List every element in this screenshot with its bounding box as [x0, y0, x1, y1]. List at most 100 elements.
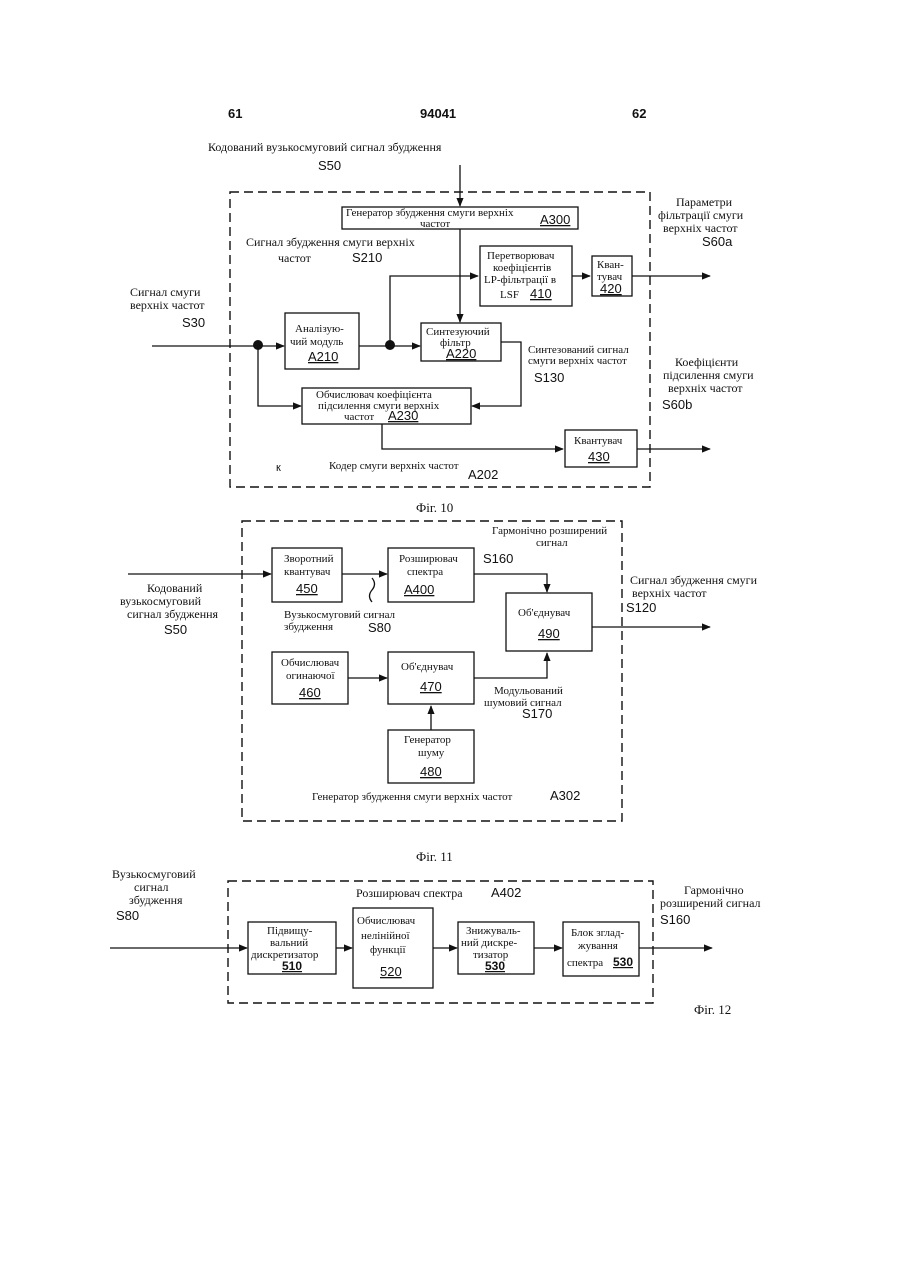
fig11-s160-id: S160: [483, 551, 513, 566]
page-number-right: 62: [632, 106, 646, 121]
fig10-420-id: 420: [600, 281, 622, 296]
fig11-460-l2: огинаючої: [286, 670, 335, 682]
fig11-caption: Фіг. 11: [416, 849, 453, 864]
fig10-arrow-a230-430: [382, 424, 563, 449]
fig10-input-top-id: S50: [318, 158, 341, 173]
fig12-530a-l1: Знижуваль-: [466, 925, 521, 937]
fig11-arrow-a400-490: [474, 574, 547, 592]
fig12-caption: Фіг. 12: [694, 1002, 731, 1017]
fig11-s80-l2: збудження: [284, 621, 333, 633]
fig11-arrow-470-490: [474, 653, 547, 678]
fig12-520-l3: функції: [370, 944, 407, 956]
fig11-480-l2: шуму: [418, 747, 445, 759]
fig11-block-470: [388, 652, 474, 704]
fig11-block-490: [506, 593, 592, 651]
fig12-530a-id: 530: [485, 959, 505, 973]
fig11-470-id: 470: [420, 679, 442, 694]
fig10-s210-label: Сигнал збудження смуги верхніх: [246, 235, 415, 249]
fig11-frame-label: Генератор збудження смуги верхніх частот: [312, 791, 513, 803]
fig11-input-l1: Кодований: [147, 581, 203, 595]
fig10-430-id: 430: [588, 449, 610, 464]
fig10-frame-label: Кодер смуги верхніх частот: [329, 460, 459, 472]
figure-10: Кодований вузькосмуговий сигнал збудженн…: [130, 140, 754, 515]
fig11-s80-tilde: [370, 578, 375, 602]
fig12-output-id: S160: [660, 912, 690, 927]
fig12-530b-id: 530: [613, 955, 633, 969]
fig11-a400-id: A400: [404, 582, 434, 597]
fig11-480-l1: Генератор: [404, 734, 451, 746]
fig10-410-l1: Перетворювач: [487, 250, 555, 262]
fig12-530a-l2: ний дискре-: [461, 937, 518, 949]
fig12-output-l2: розширений сигнал: [660, 896, 761, 910]
fig10-s210-label2: частот: [278, 251, 312, 265]
fig10-frame-mark: к: [276, 462, 281, 474]
fig11-450-id: 450: [296, 581, 318, 596]
fig10-a210-l2: чий модуль: [290, 336, 343, 348]
fig10-a230-l3: частот: [344, 411, 374, 423]
fig12-530b-l2: жування: [577, 940, 618, 952]
fig11-a400-l1: Розширювач: [399, 553, 458, 565]
fig10-a300-label2: частот: [420, 218, 450, 230]
page-number-left: 61: [228, 106, 242, 121]
fig10-s60a-id: S60a: [702, 234, 733, 249]
fig10-430-l1: Квантувач: [574, 435, 623, 447]
fig11-450-l2: квантувач: [284, 566, 331, 578]
fig10-410-l2: коефіцієнтів: [493, 262, 551, 274]
fig10-s60b-l3: верхніх частот: [668, 381, 743, 395]
fig11-input-l3: сигнал збудження: [127, 607, 219, 621]
fig12-510-l1: Підвищу-: [267, 925, 313, 937]
fig10-s210-id: S210: [352, 250, 382, 265]
fig10-s60b-id: S60b: [662, 397, 692, 412]
fig12-530b-l1: Блок зглад-: [571, 927, 625, 939]
fig12-input-id: S80: [116, 908, 139, 923]
fig10-s60b-l1: Коефіцієнти: [675, 355, 739, 369]
fig12-530b-l3: спектра: [567, 957, 603, 969]
fig10-410-id: 410: [530, 286, 552, 301]
fig10-frame-id: A202: [468, 467, 498, 482]
fig11-a400-l2: спектра: [407, 566, 443, 578]
figure-12: Вузькосмуговий сигнал збудження S80 Розш…: [110, 867, 761, 1017]
figure-11: Гармонічно розширений сигнал S160 Кодова…: [120, 521, 758, 864]
fig10-s30-l1: Сигнал смуги: [130, 285, 201, 299]
patent-number: 94041: [420, 106, 456, 121]
fig11-s170-l1: Модульований: [494, 685, 563, 697]
fig10-s60a-l2: фільтрації смуги: [658, 208, 744, 222]
fig11-output-l1: Сигнал збудження смуги: [630, 573, 758, 587]
fig10-410-l4: LSF: [500, 289, 519, 301]
fig11-s170-id: S170: [522, 706, 552, 721]
fig11-frame-id: A302: [550, 788, 580, 803]
fig11-460-id: 460: [299, 685, 321, 700]
fig10-s130-id: S130: [534, 370, 564, 385]
fig12-520-l2: нелінійної: [361, 930, 411, 942]
fig11-input-l2: вузькосмуговий: [120, 594, 202, 608]
fig11-470-l1: Об'єднувач: [401, 661, 454, 673]
fig12-input-l3: збудження: [129, 893, 183, 907]
fig12-input-l2: сигнал: [134, 880, 169, 894]
fig12-frame-label: Розширювач спектра: [356, 886, 463, 900]
fig10-s60a-l3: верхніх частот: [663, 221, 738, 235]
fig10-s60b-l2: підсилення смуги: [663, 368, 754, 382]
fig10-a230-l2: підсилення смуги верхніх: [318, 400, 440, 412]
fig12-520-id: 520: [380, 964, 402, 979]
fig10-a210-l1: Аналізую-: [295, 323, 344, 335]
fig12-510-l2: вальний: [270, 937, 308, 949]
fig11-output-id: S120: [626, 600, 656, 615]
fig10-s130-l2: смуги верхніх частот: [528, 355, 627, 367]
fig11-output-l2: верхніх частот: [632, 586, 707, 600]
fig10-s60a-l1: Параметри: [676, 195, 733, 209]
fig10-a230-id: A230: [388, 408, 418, 423]
fig11-s160-l2: сигнал: [536, 537, 568, 549]
fig12-510-id: 510: [282, 959, 302, 973]
fig11-490-id: 490: [538, 626, 560, 641]
fig10-a300-id: A300: [540, 212, 570, 227]
fig10-input-top-label: Кодований вузькосмуговий сигнал збудженн…: [208, 140, 442, 154]
fig10-s30-l2: верхніх частот: [130, 298, 205, 312]
fig12-output-l1: Гармонічно: [684, 883, 744, 897]
fig12-input-l1: Вузькосмуговий: [112, 867, 196, 881]
fig11-s160-l1: Гармонічно розширений: [492, 525, 607, 537]
fig11-480-id: 480: [420, 764, 442, 779]
fig11-450-l1: Зворотний: [284, 553, 334, 565]
fig12-520-l1: Обчислювач: [357, 915, 416, 927]
fig11-s80-id: S80: [368, 620, 391, 635]
fig11-input-id: S50: [164, 622, 187, 637]
